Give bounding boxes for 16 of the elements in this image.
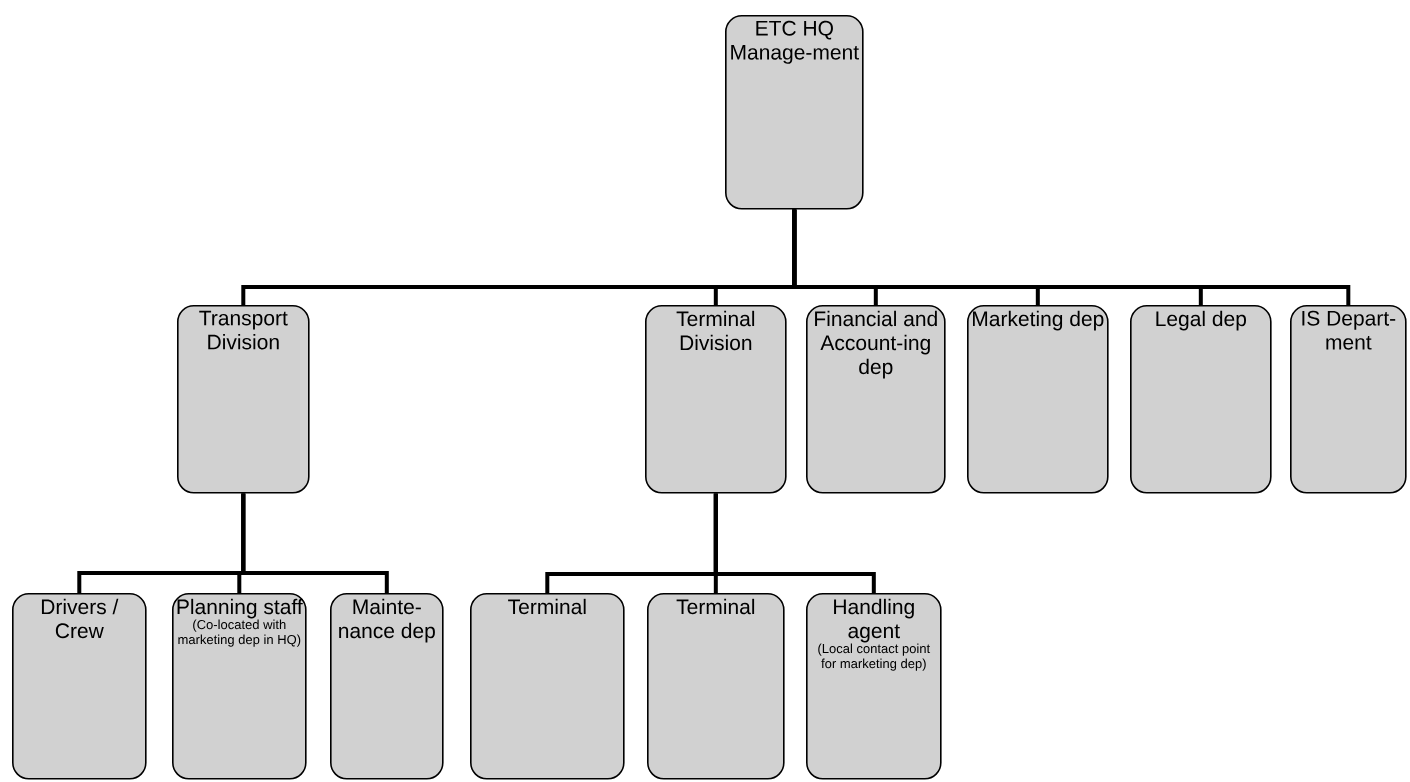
org-box: Planning staff (Co-located with marketing dep in HQ) [172,593,307,780]
connector-line [241,493,389,593]
org-box: Legal dep [1130,305,1272,494]
org-box: Handling agent (Local contact point for marketing dep) [806,593,942,780]
org-box: Marketing dep [967,305,1109,494]
org-box: Terminal Division [645,305,787,494]
org-box: IS Depart-ment [1290,305,1407,494]
org-box: Financial and Account-ing dep [806,305,946,494]
connector-line [713,493,876,593]
org-box: Terminal [470,593,625,780]
org-box: Transport Division [177,305,310,494]
org-box: Drivers / Crew [12,593,147,780]
org-box: ETC HQ Manage-ment [725,15,864,210]
org-box: Terminal [647,593,785,780]
connector-line [792,209,1351,305]
org-box: Mainte-nance dep [330,593,444,780]
